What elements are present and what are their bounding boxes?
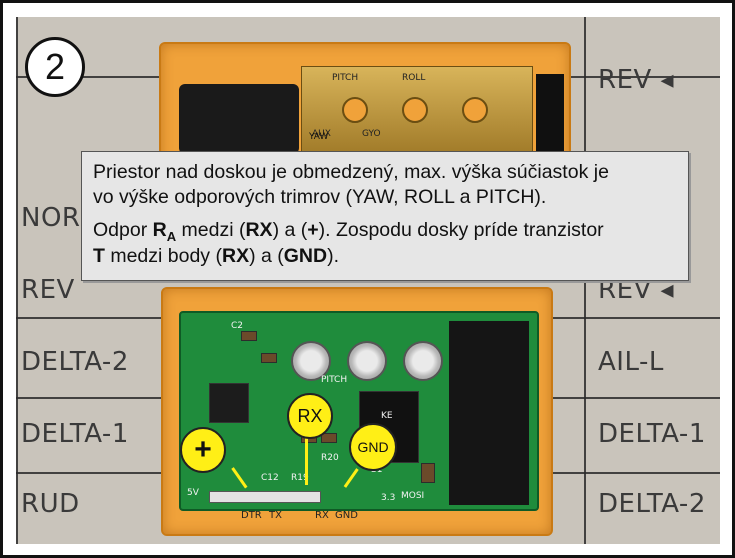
table-cell: RUD [21,489,80,519]
silk-label: C2 [231,321,244,331]
text: Odpor [93,219,153,241]
smd-part [321,433,337,443]
table-line [16,17,18,544]
trimmer-hole [342,97,368,123]
rx-ref: RX [245,219,273,241]
pin-header [449,321,529,505]
table-cell: DELTA-1 [598,419,706,449]
silk-label: C12 [261,473,279,483]
silk-label: AUX [312,129,331,139]
callout-paragraph-resistor: Odpor RA medzi (RX) a (+). Zospodu dosky… [93,218,604,249]
table-cell: REV [21,275,75,305]
rx-marker: RX [287,393,333,439]
silk-label: YAW [309,132,329,142]
silk-label: DTR [241,510,262,521]
callout-paragraph-transistor: T medzi body (RX) a (GND). [93,244,339,269]
plus-marker: + [180,427,226,473]
pitch-trimmer [347,341,387,381]
table-cell: AIL-L [598,347,664,377]
trimmer-hole [462,97,488,123]
silk-label: GND [335,510,358,521]
table-cell: NOR [21,203,81,233]
step-number-badge: 2 [25,37,85,97]
callout-line: Priestor nad doskou je obmedzený, max. v… [93,161,609,183]
trimmer-hole [402,97,428,123]
plus-ref: + [307,219,319,241]
silk-label: RX [315,510,329,521]
resistor-subscript: A [166,228,177,244]
roll-trimmer [403,341,443,381]
silk-label: ROLL [402,73,426,83]
table-cell: DELTA-2 [598,489,706,519]
silk-label: KE [381,411,393,421]
callout-line: vo výške odporových trimrov (YAW, ROLL a… [93,186,547,208]
smd-part [261,353,277,363]
text: ) a ( [249,245,284,267]
silk-label: TX [269,510,282,521]
silk-label: R20 [321,453,339,463]
text: ) a ( [272,219,308,241]
silk-label: PITCH [332,73,359,83]
smd-part [241,331,257,341]
gnd-ref: GND [283,245,328,267]
mcu-chip [209,383,249,423]
info-callout: Priestor nad doskou je obmedzený, max. v… [81,151,689,281]
transistor-symbol: T [93,245,105,267]
resistor-symbol: R [152,219,167,241]
text: ). [327,245,340,267]
pcb: PITCH R20 R19 C12 S1 C2 KE 5V MOSI 3.3 [179,311,539,511]
rx-ref: RX [221,245,250,267]
text: medzi ( [176,219,246,241]
lid-gold-plate: PITCH ROLL AUX GYO [301,66,533,153]
serial-pads [209,491,321,503]
table-cell: REV ◂ [598,65,675,95]
silk-label: R19 [291,473,309,483]
rx-arrow [305,437,308,485]
case-bottom: PITCH R20 R19 C12 S1 C2 KE 5V MOSI 3.3 D… [161,287,553,536]
text: ). Zospodu dosky príde tranzistor [318,219,604,241]
table-cell: DELTA-1 [21,419,129,449]
yaw-trimmer [291,341,331,381]
lid-label-sticker [179,84,299,154]
silk-label: PITCH [321,375,348,385]
gnd-marker: GND [349,423,397,471]
silk-label: MOSI [401,491,425,501]
smd-part [421,463,435,483]
silk-label: 3.3 [381,493,396,503]
silk-label: 5V [187,488,199,498]
text: medzi body ( [104,245,222,267]
silk-label: GYO [362,129,381,139]
table-cell: DELTA-2 [21,347,129,377]
